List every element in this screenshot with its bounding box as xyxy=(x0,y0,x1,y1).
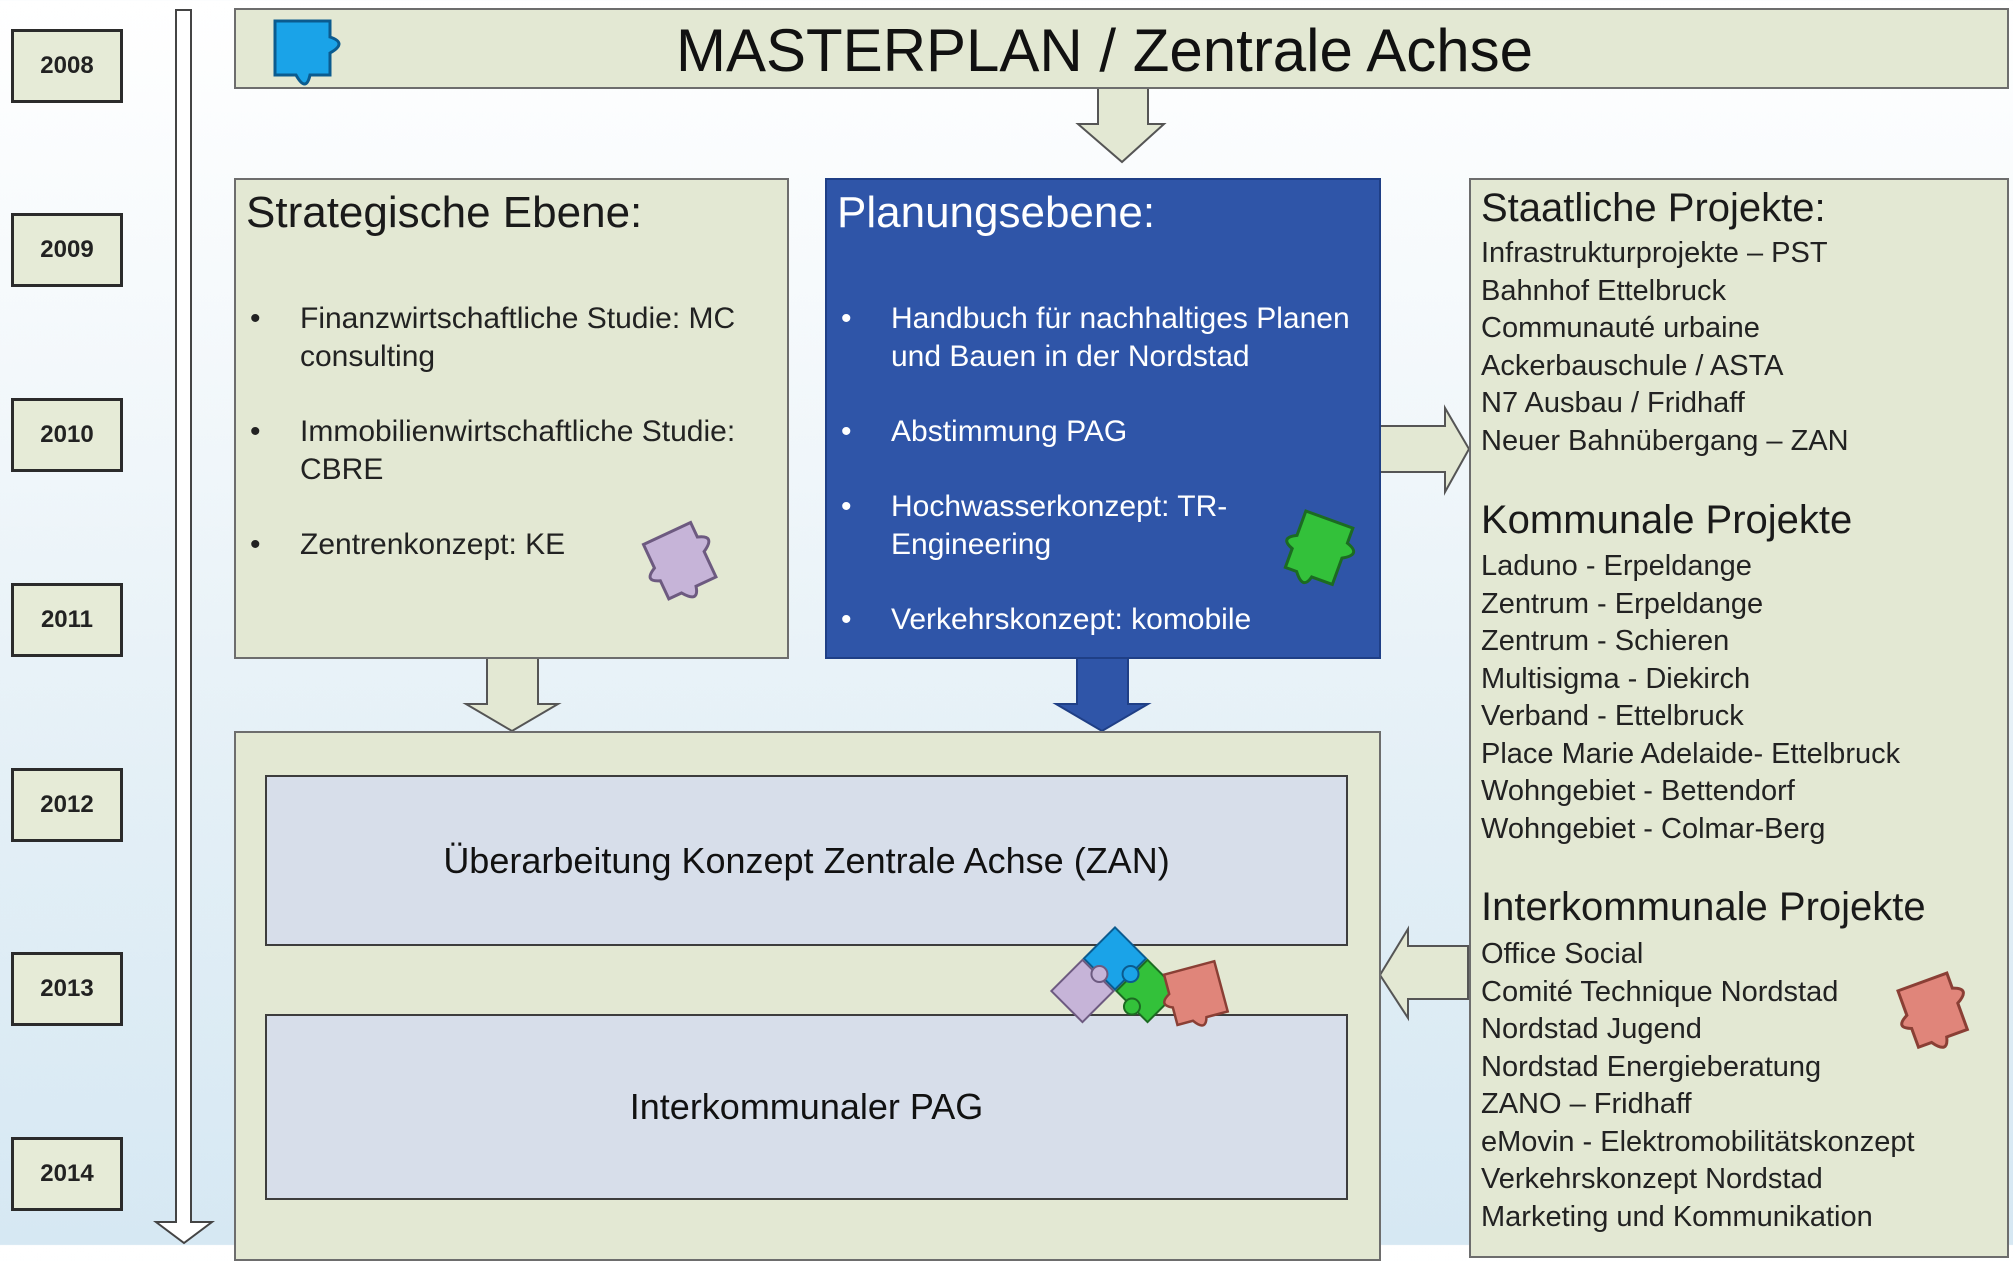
zan-revision-label: Überarbeitung Konzept Zentrale Achse (ZA… xyxy=(443,839,1170,881)
zan-revision-box: Überarbeitung Konzept Zentrale Achse (ZA… xyxy=(265,775,1348,946)
list-item: Verband - Ettelbruck xyxy=(1481,700,1744,732)
intermunicipal-pag-box: Interkommunaler PAG xyxy=(265,1014,1348,1200)
strategic-heading: Strategische Ebene: xyxy=(246,188,643,237)
list-item: Marketing und Kommunikation xyxy=(1481,1200,1873,1233)
list-item: Laduno - Erpeldange xyxy=(1481,550,1752,582)
year-label: 2010 xyxy=(40,421,94,448)
list-item: Zentrum - Schieren xyxy=(1481,625,1730,657)
list-item: Comité Technique Nordstad xyxy=(1481,975,1839,1008)
masterplan-title: MASTERPLAN / Zentrale Achse xyxy=(676,17,1533,84)
list-item: Verkehrskonzept: komobile xyxy=(833,601,1378,639)
year-label: 2014 xyxy=(40,1160,94,1187)
masterplan-header: MASTERPLAN / Zentrale Achse xyxy=(234,8,2009,89)
list-item: N7 Ausbau / Fridhaff xyxy=(1481,387,1745,419)
arrow-right-state xyxy=(1373,404,1471,496)
list-item: ZANO – Fridhaff xyxy=(1481,1088,1692,1120)
list-item: Communauté urbaine xyxy=(1481,312,1760,344)
list-item: Neuer Bahnübergang – ZAN xyxy=(1481,424,1849,457)
planning-panel: Planungsebene: Handbuch für nachhaltiges… xyxy=(825,178,1381,659)
timeline: 2008 2009 2010 2011 2012 2013 2014 xyxy=(0,0,230,1245)
list-item: Office Social xyxy=(1481,938,1644,970)
intermunicipal-heading: Interkommunale Projekte xyxy=(1481,885,1926,929)
list-item: Bahnhof Ettelbruck xyxy=(1481,274,1727,307)
strategic-panel: Strategische Ebene: Finanzwirtschaftlich… xyxy=(234,178,789,659)
strategic-list: Finanzwirtschaftliche Studie: MC consult… xyxy=(242,300,782,601)
municipal-list: Laduno - Erpeldange Zentrum - Erpeldange… xyxy=(1481,548,1900,848)
list-item: Infrastrukturprojekte – PST xyxy=(1481,237,1828,269)
list-item: Nordstad Jugend xyxy=(1481,1013,1702,1045)
list-item: Place Marie Adelaide- Ettelbruck xyxy=(1481,737,1901,770)
puzzle-piece-red-icon xyxy=(1896,971,1970,1050)
year-label: 2008 xyxy=(40,52,94,79)
planning-list: Handbuch für nachhaltiges Planen und Bau… xyxy=(833,300,1378,676)
list-item: Wohngebiet - Colmar-Berg xyxy=(1481,812,1826,845)
arrow-down-masterplan xyxy=(1075,87,1167,164)
list-item: Multisigma - Diekirch xyxy=(1481,662,1751,695)
list-item: Ackerbauschule / ASTA xyxy=(1481,349,1784,382)
year-2008: 2008 xyxy=(11,29,123,103)
puzzle-piece-green-icon xyxy=(1283,509,1356,587)
arrow-down-planning xyxy=(1052,657,1152,733)
year-2010: 2010 xyxy=(11,398,123,472)
year-label: 2012 xyxy=(40,791,94,818)
year-label: 2011 xyxy=(40,606,94,633)
list-item: Zentrum - Erpeldange xyxy=(1481,587,1764,620)
list-item: Nordstad Energieberatung xyxy=(1481,1050,1822,1083)
state-heading: Staatliche Projekte: xyxy=(1481,186,1826,230)
year-2014: 2014 xyxy=(11,1137,123,1211)
year-label: 2009 xyxy=(40,236,94,263)
timeline-arrow xyxy=(153,9,215,1245)
list-item: Handbuch für nachhaltiges Planen und Bau… xyxy=(833,300,1378,376)
arrow-down-strategic xyxy=(462,657,562,733)
list-item: eMovin - Elektromobilitätskonzept xyxy=(1481,1125,1915,1158)
puzzle-piece-violet-icon xyxy=(641,520,718,601)
puzzle-piece-blue-icon xyxy=(273,19,341,86)
year-2013: 2013 xyxy=(11,952,123,1026)
planning-heading: Planungsebene: xyxy=(837,188,1156,237)
list-item: Wohngebiet - Bettendorf xyxy=(1481,775,1795,807)
municipal-heading: Kommunale Projekte xyxy=(1481,498,1853,542)
intermunicipal-list: Office Social Comité Technique Nordstad … xyxy=(1481,936,1915,1236)
puzzle-cluster-icon xyxy=(1049,925,1230,1027)
intermunicipal-pag-label: Interkommunaler PAG xyxy=(629,1086,984,1127)
list-item: Finanzwirtschaftliche Studie: MC consult… xyxy=(242,300,782,376)
list-item: Zentrenkonzept: KE xyxy=(242,526,782,564)
list-item: Immobilienwirtschaftliche Studie: CBRE xyxy=(242,413,782,489)
year-2011: 2011 xyxy=(11,583,123,657)
projects-panel: Staatliche Projekte: Infrastrukturprojek… xyxy=(1469,178,2009,1258)
year-2009: 2009 xyxy=(11,213,123,287)
state-list: Infrastrukturprojekte – PST Bahnhof Ette… xyxy=(1481,235,1849,460)
year-2012: 2012 xyxy=(11,768,123,842)
list-item: Verkehrskonzept Nordstad xyxy=(1481,1163,1823,1195)
list-item: Hochwasserkonzept: TR-Engineering xyxy=(833,488,1378,564)
arrow-left-intermunicipal xyxy=(1378,925,1469,1022)
list-item: Abstimmung PAG xyxy=(833,413,1378,451)
year-label: 2013 xyxy=(40,975,94,1002)
